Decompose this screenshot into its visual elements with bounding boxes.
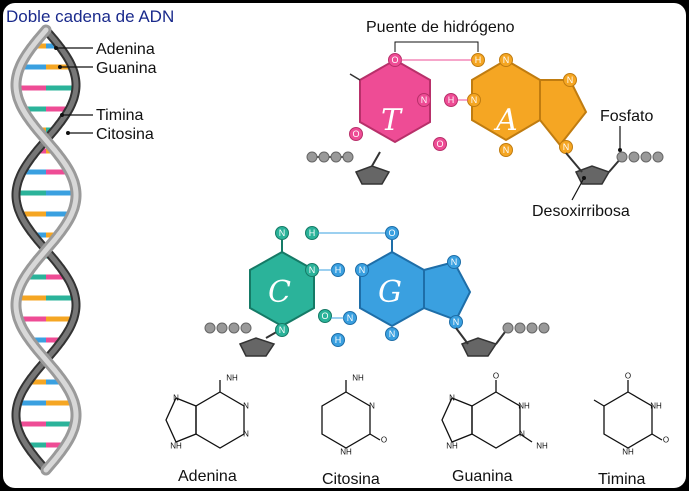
atom-nh: NH bbox=[446, 442, 458, 451]
atom-nh2: NH bbox=[226, 374, 238, 383]
phosphate-chain-left-bottom bbox=[204, 322, 252, 334]
helix-strand-front-highlight bbox=[13, 27, 79, 473]
thymine-letter: T bbox=[381, 103, 403, 138]
atom-o: O bbox=[493, 372, 499, 381]
atom-nh: NH bbox=[650, 402, 662, 411]
helix-legend: Adenina Guanina Timina Citosina bbox=[54, 41, 157, 143]
atom-n: N bbox=[519, 430, 525, 439]
atom-nh2: NH bbox=[536, 442, 548, 451]
guanine-letter: G bbox=[378, 275, 402, 310]
structure-label-citosina: Citosina bbox=[322, 471, 380, 488]
atom-o: O bbox=[321, 311, 328, 321]
atom-o: O bbox=[381, 436, 387, 445]
diagram-canvas: Doble cadena de ADN Adenina Guanina Timi… bbox=[3, 3, 686, 488]
atom-n: N bbox=[279, 228, 286, 238]
atom-nh: NH bbox=[170, 442, 182, 451]
atom-n: N bbox=[503, 55, 510, 65]
atom-h: H bbox=[335, 335, 342, 345]
legend-adenina: Adenina bbox=[96, 41, 155, 58]
skeletal-atom-labels: NH N N N NH NH N NH O O NH N NH N NH O N… bbox=[170, 372, 669, 457]
atom-o: O bbox=[391, 55, 398, 65]
deoxyribose-pentagon-t bbox=[354, 165, 391, 185]
atom-n: N bbox=[421, 95, 428, 105]
atom-o: O bbox=[625, 372, 631, 381]
atom-n: N bbox=[471, 95, 478, 105]
atom-n: N bbox=[389, 329, 396, 339]
atom-n: N bbox=[279, 325, 286, 335]
double-helix bbox=[10, 24, 82, 476]
deoxyribose-pentagon-c bbox=[238, 337, 276, 357]
atom-h: H bbox=[335, 265, 342, 275]
hydrogen-bond-label: Puente de hidrógeno bbox=[366, 19, 515, 36]
atom-o: O bbox=[352, 129, 359, 139]
atom-n: N bbox=[369, 402, 375, 411]
atom-nh: NH bbox=[340, 448, 352, 457]
legend-citosina: Citosina bbox=[96, 126, 154, 143]
atom-n: N bbox=[309, 265, 316, 275]
atom-n: N bbox=[563, 142, 570, 152]
atom-n: N bbox=[567, 75, 574, 85]
structure-label-adenina: Adenina bbox=[178, 468, 237, 485]
phosphate-label: Fosfato bbox=[600, 108, 653, 125]
phosphate-chain-left-top bbox=[306, 151, 354, 163]
atom-n: N bbox=[243, 402, 249, 411]
skeletal-structures bbox=[165, 380, 663, 449]
guanine-ring-five bbox=[423, 260, 472, 322]
adenine-letter: A bbox=[493, 103, 518, 138]
atom-n: N bbox=[503, 145, 510, 155]
atom-n: N bbox=[243, 430, 249, 439]
structure-label-guanina: Guanina bbox=[452, 468, 513, 485]
dna-diagram: Doble cadena de ADN Adenina Guanina Timi… bbox=[6, 7, 669, 488]
atom-o: O bbox=[388, 228, 395, 238]
atom-nh: NH bbox=[622, 448, 634, 457]
skeletal-citosina bbox=[321, 380, 381, 449]
atom-nh: NH bbox=[518, 402, 530, 411]
pair-thymine-adenine: T O N O O H A H N N N N N bbox=[306, 53, 664, 185]
atom-n: N bbox=[173, 394, 179, 403]
structure-label-timina: Timina bbox=[598, 471, 646, 488]
deoxyribose-pentagon-a bbox=[574, 165, 611, 185]
skeletal-adenina bbox=[165, 380, 245, 449]
atom-h: H bbox=[309, 228, 316, 238]
atom-n: N bbox=[347, 313, 354, 323]
diagram-title: Doble cadena de ADN bbox=[6, 7, 174, 26]
atom-n: N bbox=[453, 317, 460, 327]
atom-n: N bbox=[451, 257, 458, 267]
atom-n: N bbox=[359, 265, 366, 275]
adenine-ring-five bbox=[539, 79, 588, 147]
annotations-top: Puente de hidrógeno Fosfato Desoxirribos… bbox=[366, 19, 653, 220]
legend-timina: Timina bbox=[96, 107, 144, 124]
atom-o: O bbox=[663, 436, 669, 445]
cytosine-letter: C bbox=[268, 275, 291, 310]
pair-cytosine-guanine: C N H N O N G O H N N H N N N bbox=[204, 226, 550, 357]
deoxyribose-pentagon-g bbox=[460, 337, 498, 357]
phosphate-chain-right-bottom bbox=[502, 322, 550, 334]
deoxyribose-label: Desoxirribosa bbox=[532, 203, 630, 220]
phosphate-chain-right-top bbox=[616, 151, 664, 163]
atom-h: H bbox=[475, 55, 482, 65]
atom-nh2: NH bbox=[352, 374, 364, 383]
legend-guanina: Guanina bbox=[96, 60, 157, 77]
skeletal-guanina bbox=[441, 380, 533, 449]
atom-h: H bbox=[448, 95, 455, 105]
skeletal-timina bbox=[593, 380, 663, 449]
atom-n: N bbox=[449, 394, 455, 403]
atom-o: O bbox=[436, 139, 443, 149]
